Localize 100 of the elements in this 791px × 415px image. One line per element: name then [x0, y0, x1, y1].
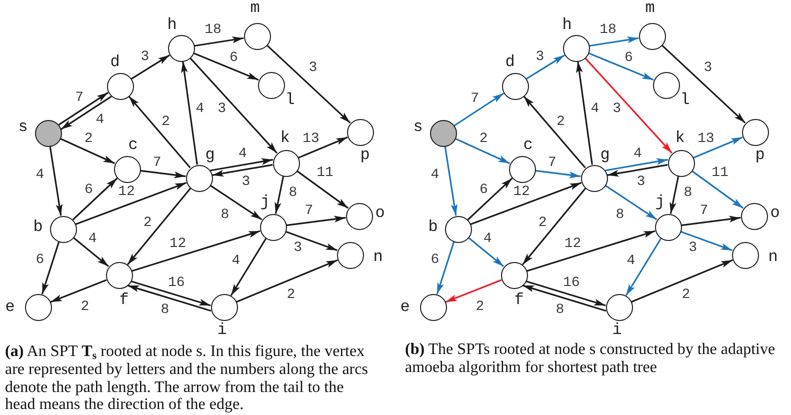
vertex-circle — [114, 156, 140, 182]
arrow — [274, 176, 284, 214]
vertex-circle — [562, 34, 590, 62]
vertex-circle — [34, 120, 62, 146]
vertex-label: m — [645, 0, 655, 16]
vertex-circle — [502, 72, 528, 100]
vertex-circle — [260, 214, 286, 240]
vertex-circle — [500, 262, 528, 288]
vertex-label: b — [428, 219, 438, 235]
arrow — [576, 61, 593, 165]
arrow — [132, 230, 260, 272]
arrow — [298, 136, 348, 159]
vertex-label: g — [600, 147, 610, 163]
vertex-circle — [420, 294, 446, 320]
vertex-label: p — [755, 147, 765, 163]
vertex-circle — [186, 164, 212, 192]
arrow — [444, 146, 458, 216]
arrow — [693, 136, 743, 159]
vertex-label: m — [250, 0, 260, 16]
arrow — [604, 184, 658, 220]
vertex-label: s — [413, 119, 423, 135]
arrow — [445, 279, 502, 303]
vertex-circle — [638, 22, 666, 50]
vertex-circle — [742, 118, 768, 146]
arrow — [75, 182, 187, 225]
arrow — [454, 92, 504, 126]
arrow — [230, 238, 267, 296]
vertex-circle — [272, 150, 300, 176]
vertex-label: l — [680, 92, 690, 108]
arrow — [468, 236, 504, 268]
arrow — [236, 259, 338, 303]
arrow — [58, 92, 109, 126]
vertex-circle — [444, 216, 472, 242]
vertex-circle — [24, 294, 52, 320]
arrow — [631, 259, 733, 303]
arrow — [661, 44, 746, 124]
arrow — [680, 230, 733, 252]
vertex-label: h — [167, 17, 177, 33]
vertex-label: e — [5, 299, 15, 315]
arrow — [454, 138, 510, 164]
arrow — [140, 170, 186, 178]
arrow — [467, 178, 513, 220]
vertex-label: d — [505, 54, 515, 70]
vertex-label: c — [128, 137, 138, 153]
arrow — [522, 188, 586, 266]
arrow — [607, 164, 668, 177]
arrow — [526, 280, 606, 306]
vertex-circle — [244, 22, 270, 50]
vertex-circle — [106, 262, 132, 288]
vertex-circle — [258, 72, 284, 98]
arrow — [72, 236, 110, 268]
arrow — [681, 216, 741, 226]
vertex-circle — [430, 120, 456, 146]
vertex-circle — [652, 72, 680, 98]
arrow — [670, 176, 680, 214]
arrow — [436, 242, 455, 294]
arrow — [41, 242, 60, 294]
arrow — [130, 280, 211, 306]
vertex-label: e — [400, 299, 410, 315]
arrow — [296, 170, 349, 209]
vertex-label: h — [562, 17, 572, 33]
vertex-circle — [508, 156, 536, 182]
arrow — [181, 61, 198, 165]
vertex-circle — [210, 294, 238, 320]
arrow — [470, 182, 582, 225]
arrow — [210, 184, 262, 220]
arrow — [526, 230, 656, 272]
vertex-label: j — [655, 194, 665, 210]
arrow — [605, 158, 668, 172]
vertex-circle — [740, 202, 768, 230]
vertex-circle — [50, 216, 76, 242]
arrow — [285, 230, 338, 252]
arrow — [193, 52, 259, 81]
arrow — [526, 54, 565, 80]
arrow — [127, 284, 212, 312]
arrow — [588, 52, 654, 81]
vertex-circle — [346, 202, 372, 230]
vertex-label: o — [375, 205, 385, 221]
vertex-label: k — [675, 130, 685, 146]
vertex-circle — [346, 118, 374, 146]
vertex-circle — [606, 294, 632, 320]
arrow — [523, 96, 586, 168]
arrow — [535, 170, 581, 178]
arrow — [286, 216, 346, 226]
arrow — [60, 138, 116, 164]
vertex-label: f — [119, 292, 129, 308]
arrow — [194, 36, 244, 47]
arrow — [589, 36, 639, 47]
vertex-label: l — [285, 92, 295, 108]
arrow — [49, 146, 62, 216]
vertex-circle — [168, 34, 194, 62]
figure-caption: (a) An SPT T$_{s}$ rooted at node s. In this figure, the vertex are represented by letters and the numbers along the arcs denote the path length. The arrow from the tail to the head means the direction of the edge. — [5, 343, 369, 414]
arrow — [584, 57, 672, 154]
arrow — [210, 158, 274, 172]
vertex-circle — [732, 242, 758, 268]
vertex-label: d — [110, 54, 120, 70]
arrow — [50, 279, 107, 303]
arrow — [128, 96, 191, 168]
vertex-circle — [106, 72, 134, 100]
vertex-circle — [580, 164, 608, 192]
